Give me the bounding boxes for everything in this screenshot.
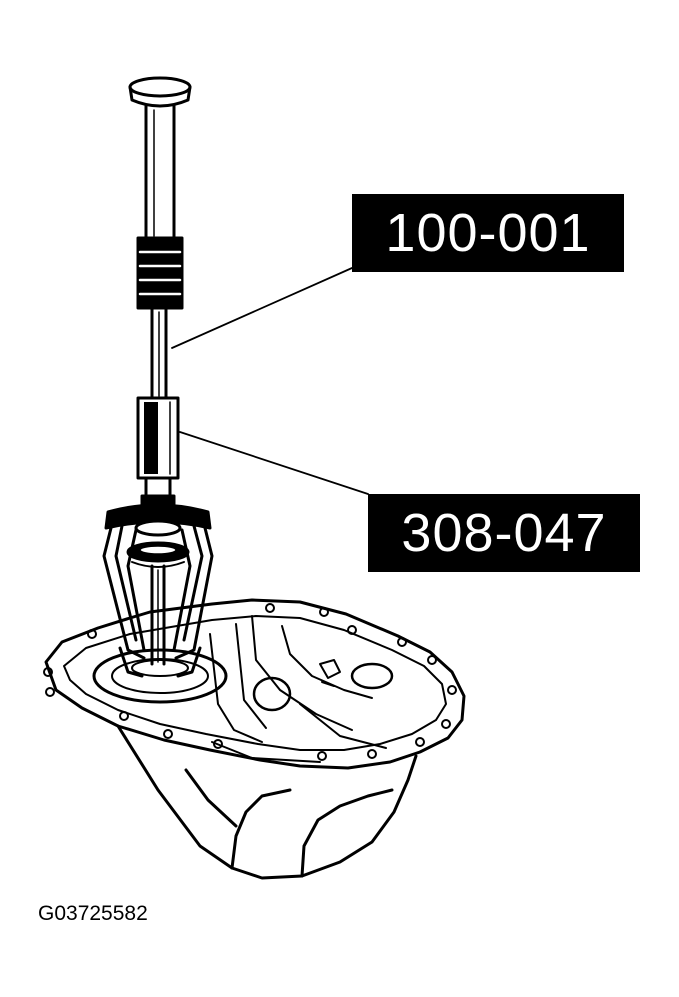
transmission-housing xyxy=(43,598,466,880)
callout-label-100-001: 100-001 xyxy=(352,194,624,272)
leader-line-2 xyxy=(179,431,369,495)
bearing-puller-tool xyxy=(102,396,214,678)
slide-hammer-tool xyxy=(128,76,192,400)
leader-lines xyxy=(171,267,369,495)
leader-line-1 xyxy=(171,267,353,349)
callout-label-308-047: 308-047 xyxy=(368,494,640,572)
figure-id: G03725582 xyxy=(38,902,148,925)
